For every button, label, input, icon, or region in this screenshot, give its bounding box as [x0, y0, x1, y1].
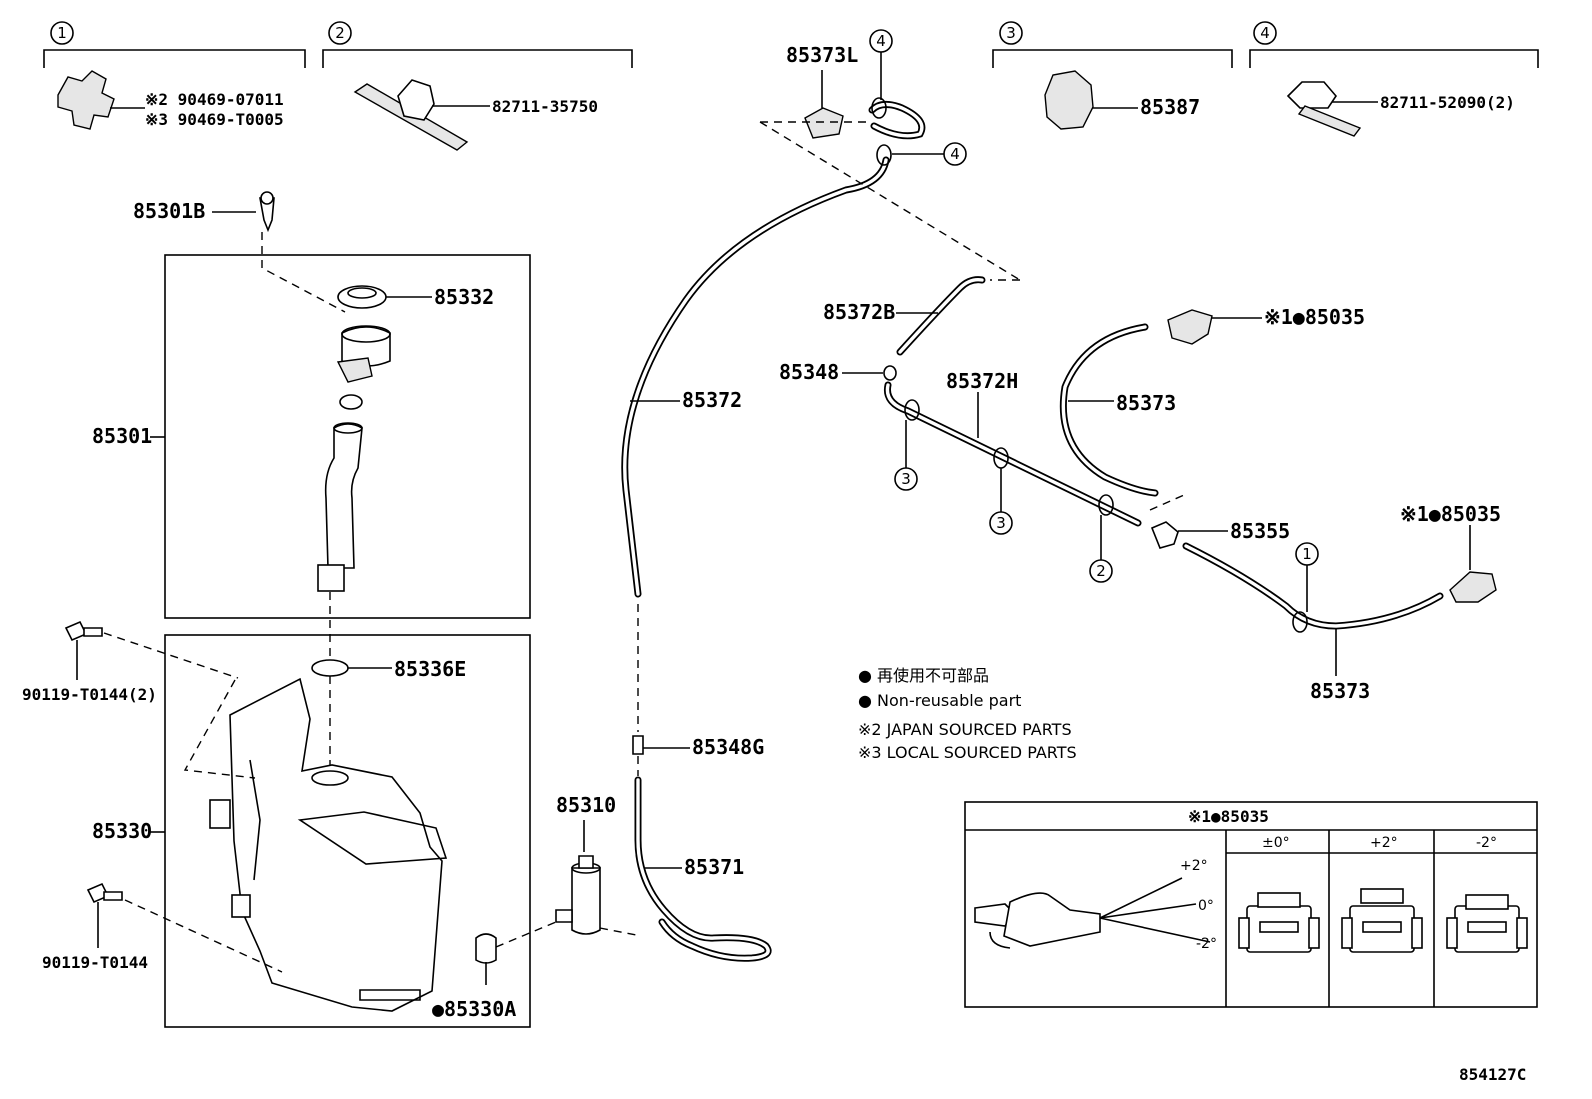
- hose-85372h: 85372H: [883, 369, 1142, 527]
- angle-zero: 0°: [1198, 898, 1214, 914]
- svg-text:1: 1: [57, 24, 67, 42]
- bolt-90119-t0144-lower: 90119-T0144: [42, 882, 148, 972]
- label-85348: 85348: [779, 360, 839, 384]
- clip-reference-1: 1 ※2 90469-07011 ※3 90469-T0005: [43, 21, 306, 130]
- hose-85373-lower: 85373: [1182, 542, 1444, 703]
- legend-local-sourced: ※3 LOCAL SOURCED PARTS: [858, 743, 1077, 762]
- label-85372h: 85372H: [946, 369, 1018, 393]
- filler-adapter: [336, 325, 391, 410]
- callout-2: 2: [1089, 515, 1113, 583]
- legend-jp-sourced: ※2 JAPAN SOURCED PARTS: [858, 720, 1072, 739]
- svg-text:3: 3: [901, 470, 911, 488]
- svg-text:3: 3: [1006, 24, 1016, 42]
- clip1-local-label: ※3 90469-T0005: [145, 110, 284, 129]
- tank-box: [164, 634, 531, 1028]
- label-85372b: 85372B: [823, 300, 895, 324]
- svg-text:1: 1: [1302, 545, 1312, 563]
- legend-jp-nonreusable: ● 再使用不可部品: [858, 666, 989, 685]
- label-85330: 85330: [92, 819, 152, 843]
- label-85355: 85355: [1230, 519, 1290, 543]
- hose-85372b: 85372B: [823, 276, 986, 356]
- callout-1: 1: [1295, 542, 1319, 612]
- label-85336e: 85336E: [394, 657, 466, 681]
- washer-tank-85330: [209, 677, 448, 1012]
- callout-4-upper: 4: [869, 29, 893, 100]
- nozzle-angle-inset: ※1●85035 ±0° +2° -2° +2° 0° -2°: [964, 801, 1538, 1008]
- label-bolt-upper: 90119-T0144(2): [22, 685, 157, 704]
- label-85348g: 85348G: [692, 735, 764, 759]
- nozzle-85035-upper: ※1●85035: [1167, 305, 1365, 345]
- clip-reference-4: 4 82711-52090(2): [1249, 21, 1539, 137]
- hose-85372: 85372: [621, 156, 890, 598]
- label-85373-upper: 85373: [1116, 391, 1176, 415]
- grommet-85336e: 85336E: [311, 657, 466, 681]
- angle-plus: +2°: [1180, 858, 1208, 874]
- label-85332: 85332: [434, 285, 494, 309]
- hose-85373-upper: 85373: [1059, 323, 1176, 497]
- bolt-90119-t0144-upper: 90119-T0144(2): [22, 620, 157, 704]
- clip3-label: 85387: [1140, 95, 1200, 119]
- svg-text:4: 4: [876, 32, 886, 50]
- clip-reference-2: 2 82711-35750: [322, 21, 633, 151]
- svg-text:3: 3: [996, 514, 1006, 532]
- tee-85355: 85355: [1150, 519, 1290, 549]
- legend: ● 再使用不可部品 ● Non-reusable part ※2 JAPAN S…: [858, 666, 1077, 762]
- inset-nozzle-side: +2° 0° -2°: [974, 858, 1217, 952]
- svg-text:2: 2: [1096, 562, 1106, 580]
- svg-text:4: 4: [1260, 24, 1270, 42]
- svg-text:2: 2: [335, 24, 345, 42]
- inset-title: ※1●85035: [1188, 807, 1269, 826]
- inset-nozzle-plus: [1341, 888, 1423, 953]
- label-85035-lower: ※1●85035: [1400, 502, 1501, 526]
- hose-85371: 85371: [634, 776, 772, 962]
- clip-85301b: 85301B: [133, 191, 275, 233]
- callout-4-lower: 4: [892, 142, 967, 166]
- label-bolt-lower: 90119-T0144: [42, 953, 148, 972]
- inset-col-zero: ±0°: [1262, 835, 1290, 851]
- inset-col-minus: -2°: [1476, 835, 1497, 851]
- grommet-85330a: ●85330A: [432, 933, 516, 1021]
- label-85035-upper: ※1●85035: [1264, 305, 1365, 329]
- nozzle-85035-lower: ※1●85035: [1400, 502, 1501, 603]
- clip1-jp-label: ※2 90469-07011: [145, 90, 284, 109]
- legend-en-nonreusable: ● Non-reusable part: [858, 691, 1021, 710]
- connector-85348: 85348: [779, 360, 897, 384]
- inset-nozzle-zero: [1238, 892, 1320, 953]
- clip-reference-3: 3 85387: [992, 21, 1233, 130]
- label-85310: 85310: [556, 793, 616, 817]
- label-85301: 85301: [92, 424, 152, 448]
- callout-3-right: 3: [989, 468, 1013, 535]
- drawing-code: 854127C: [1459, 1065, 1526, 1084]
- label-85330a: ●85330A: [432, 997, 516, 1021]
- callout-3-left: 3: [894, 420, 918, 491]
- angle-minus: -2°: [1196, 936, 1217, 952]
- clip2-label: 82711-35750: [492, 97, 598, 116]
- clip4-label: 82711-52090(2): [1380, 93, 1515, 112]
- inset-col-plus: +2°: [1370, 835, 1398, 851]
- filler-pipe: [317, 422, 363, 592]
- label-85373-lower: 85373: [1310, 679, 1370, 703]
- cap-85332: 85332: [337, 285, 494, 309]
- nozzle-85373l: 85373L: [786, 43, 858, 139]
- label-85371: 85371: [684, 855, 744, 879]
- connector-85348g: 85348G: [632, 735, 764, 759]
- inset-nozzle-minus: [1446, 894, 1528, 953]
- label-85301b: 85301B: [133, 199, 205, 223]
- pump-85310: 85310: [555, 793, 616, 935]
- label-85372: 85372: [682, 388, 742, 412]
- label-85373l: 85373L: [786, 43, 858, 67]
- svg-text:4: 4: [950, 145, 960, 163]
